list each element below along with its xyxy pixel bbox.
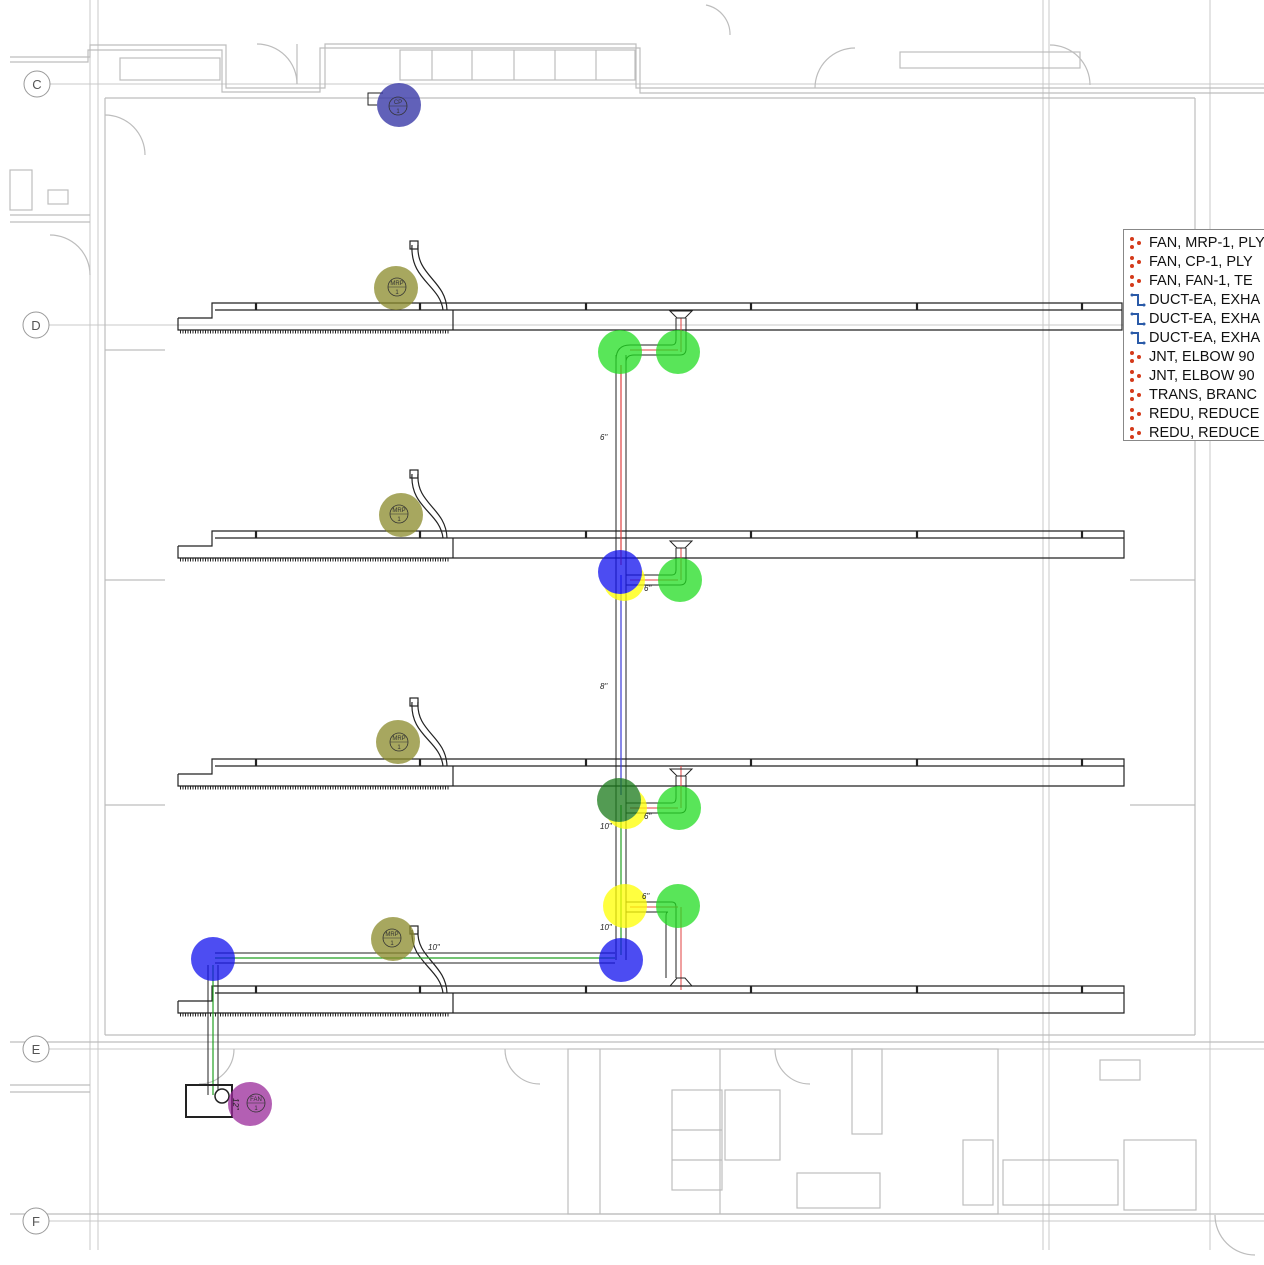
duct-size-label: 10" — [428, 943, 441, 952]
legend-item-label: JNT, ELBOW 90 — [1149, 349, 1255, 365]
elbow-highlight — [191, 937, 235, 981]
elbow-highlight — [599, 938, 643, 982]
legend-item-label: DUCT-EA, EXHA — [1149, 292, 1261, 308]
duct-size-label: 10" — [600, 923, 613, 932]
mrp-flex-connections — [409, 240, 448, 994]
legend-item-label: REDU, REDUCE — [1149, 406, 1260, 422]
panel-row-4 — [177, 985, 1125, 1017]
legend-item-label: JNT, ELBOW 90 — [1149, 368, 1255, 384]
svg-text:1: 1 — [395, 290, 399, 296]
svg-text:F: F — [32, 1214, 40, 1229]
grid-bubble-c: C — [23, 70, 51, 98]
legend-item[interactable]: FAN, FAN-1, TE — [1128, 272, 1253, 290]
fitting-dots-icon — [1128, 424, 1148, 442]
svg-text:1: 1 — [397, 517, 401, 523]
fitting-dots-icon — [1128, 234, 1148, 252]
svg-text:D: D — [31, 318, 40, 333]
legend-item[interactable]: DUCT-EA, EXHA — [1128, 291, 1260, 309]
grid-bubble-f: F — [22, 1207, 50, 1235]
fitting-dots-icon — [1128, 348, 1148, 366]
legend-item[interactable]: FAN, CP-1, PLY — [1128, 253, 1253, 271]
reducer-highlight — [598, 550, 642, 594]
svg-text:MRP: MRP — [390, 281, 403, 287]
duct-run-icon — [1128, 310, 1148, 328]
svg-text:C: C — [32, 77, 41, 92]
equipment-tag-fan[interactable]: FAN 1 — [228, 1082, 272, 1126]
svg-text:MRP: MRP — [385, 932, 398, 938]
duct-size-label: 10" — [600, 822, 613, 831]
legend-item[interactable]: JNT, ELBOW 90 — [1128, 367, 1255, 385]
svg-text:1: 1 — [254, 1106, 258, 1112]
legend-item[interactable]: FAN, MRP-1, PLY — [1128, 234, 1264, 252]
fitting-dots-icon — [1128, 367, 1148, 385]
grid-bubble-e: E — [22, 1035, 50, 1063]
fitting-dots-icon — [1128, 272, 1148, 290]
elbow-highlight — [656, 330, 700, 374]
svg-text:MRP: MRP — [392, 736, 405, 742]
duct-size-label: 6" — [600, 433, 608, 442]
legend-box: FAN, MRP-1, PLY FAN, CP-1, PLY FAN, FAN-… — [1123, 229, 1264, 441]
elbow-highlight — [656, 884, 700, 928]
panel-row-1 — [177, 302, 1123, 334]
equipment-tag-cp[interactable]: CP 1 — [367, 83, 421, 127]
legend-item-label: TRANS, BRANC — [1149, 387, 1257, 403]
svg-text:FAN: FAN — [250, 1097, 262, 1103]
elbow-highlight — [658, 558, 702, 602]
legend-item-label: FAN, CP-1, PLY — [1149, 254, 1253, 270]
duct-run-icon — [1128, 329, 1148, 347]
equipment-tag-mrp[interactable]: MRP 1 — [371, 917, 415, 961]
equipment-tag-mrp[interactable]: MRP 1 — [374, 266, 418, 310]
svg-text:1: 1 — [390, 941, 394, 947]
legend-item-label: DUCT-EA, EXHA — [1149, 311, 1261, 327]
legend-item[interactable]: REDU, REDUCE — [1128, 405, 1259, 423]
equipment-tag-mrp[interactable]: MRP 1 — [376, 720, 420, 764]
duct-size-label: 12" — [231, 1098, 240, 1111]
svg-text:CP: CP — [394, 100, 402, 106]
svg-text:MRP: MRP — [392, 508, 405, 514]
panel-row-2 — [177, 530, 1125, 562]
reducer-highlight — [597, 778, 641, 822]
elbow-highlight — [598, 330, 642, 374]
legend-item[interactable]: DUCT-EA, EXHA — [1128, 310, 1260, 328]
equipment-tag-mrp[interactable]: MRP 1 — [379, 493, 423, 537]
fitting-dots-icon — [1128, 386, 1148, 404]
architectural-background — [9, 0, 1264, 1256]
svg-text:1: 1 — [397, 745, 401, 751]
legend-item-label: FAN, FAN-1, TE — [1149, 273, 1253, 289]
duct-size-labels: 6" 6" 8" 10" 6" 6" 10" 10" 12" — [231, 433, 652, 1111]
svg-text:1: 1 — [396, 109, 400, 115]
transition-highlight — [603, 884, 647, 928]
fitting-highlights — [191, 330, 702, 982]
svg-text:E: E — [32, 1042, 41, 1057]
grid-bubble-d: D — [22, 311, 50, 339]
duct-size-label: 6" — [644, 584, 652, 593]
legend-item-label: REDU, REDUCE — [1149, 425, 1260, 441]
legend-item[interactable]: TRANS, BRANC — [1128, 386, 1257, 404]
elbow-highlight — [657, 786, 701, 830]
fitting-dots-icon — [1128, 405, 1148, 423]
duct-size-label: 6" — [644, 812, 652, 821]
duct-size-label: 8" — [600, 682, 608, 691]
duct-size-label: 6" — [642, 892, 650, 901]
panel-row-3 — [177, 758, 1125, 790]
legend-item-label: FAN, MRP-1, PLY — [1149, 235, 1264, 251]
fitting-dots-icon — [1128, 253, 1148, 271]
legend-item[interactable]: DUCT-EA, EXHA — [1128, 329, 1260, 347]
legend-item[interactable]: JNT, ELBOW 90 — [1128, 348, 1255, 366]
exhaust-duct-main — [185, 344, 665, 1118]
legend-item[interactable]: REDU, REDUCE — [1128, 424, 1259, 442]
duct-run-icon — [1128, 291, 1148, 309]
legend-item-label: DUCT-EA, EXHA — [1149, 330, 1261, 346]
